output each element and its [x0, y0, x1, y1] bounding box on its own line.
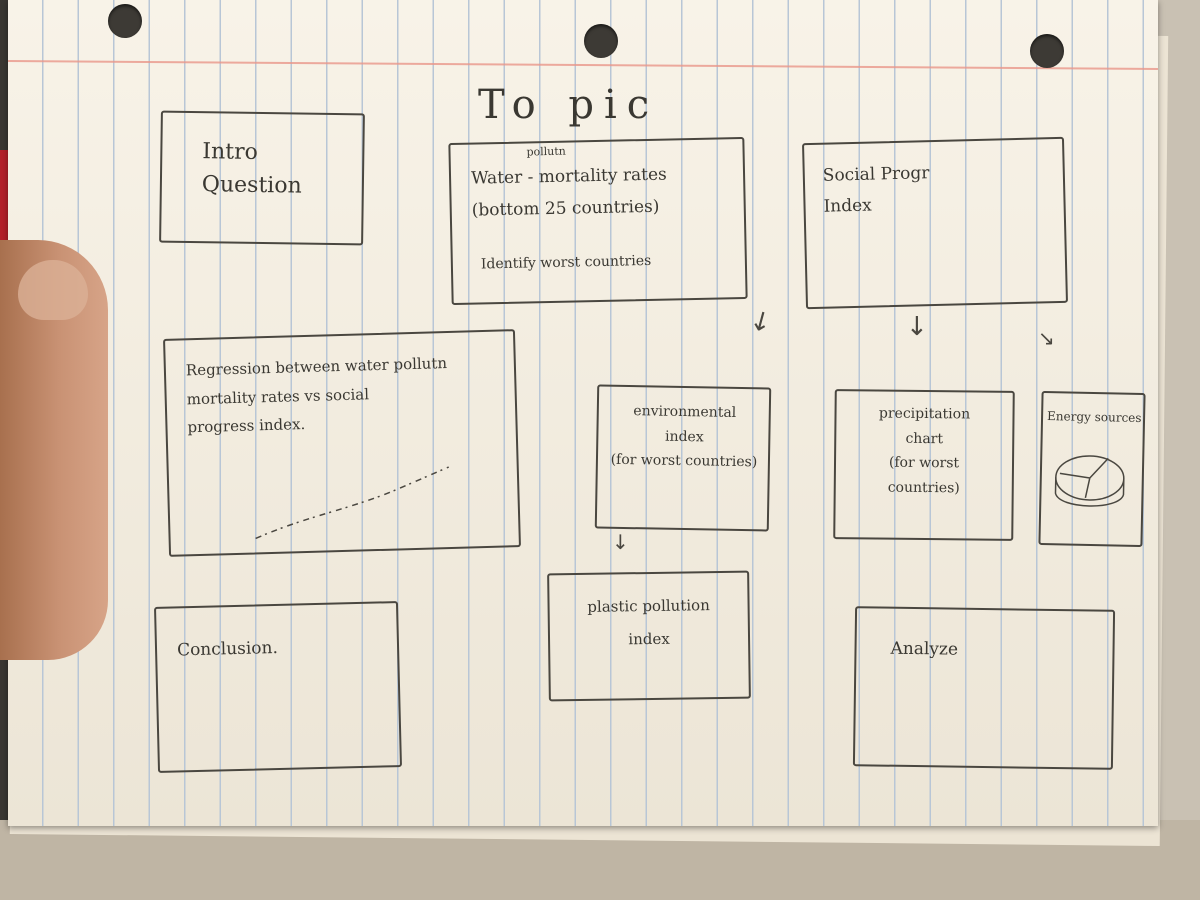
plastic-pollution-box: plastic pollution index — [547, 570, 751, 702]
holding-hand — [0, 240, 108, 660]
arrow-down-icon: ↓ — [906, 312, 928, 342]
pollution-note: pollutn — [526, 144, 566, 159]
arrow-left-icon: ↙ — [743, 302, 778, 340]
social-progress-box: Social Progr Index — [802, 136, 1068, 310]
punch-hole — [108, 4, 142, 38]
environmental-index-label: environmental index (for worst countries… — [610, 403, 758, 471]
regression-label: Regression between water pollutn mortali… — [185, 354, 448, 437]
intro-question-box: Intro Question — [159, 110, 365, 246]
conclusion-label: Conclusion. — [176, 637, 279, 661]
pie-chart-icon — [1054, 455, 1125, 507]
thumbnail — [18, 260, 88, 320]
scatter-sketch — [255, 466, 450, 540]
punch-hole — [584, 24, 618, 58]
analyze-box: Analyze — [852, 606, 1116, 770]
intro-question-label: Intro Question — [201, 139, 302, 199]
arrow-down-right-icon: ↘ — [1038, 326, 1055, 350]
energy-sources-label: Energy sources — [1046, 409, 1142, 426]
conclusion-box: Conclusion. — [154, 601, 402, 773]
punch-hole — [1030, 34, 1064, 68]
water-mortality-label: Water - mortality rates (bottom 25 count… — [470, 164, 668, 221]
notebook-paper: To pic Intro Question pollutn Water - mo… — [8, 0, 1158, 826]
analyze-label: Analyze — [890, 638, 959, 660]
social-progress-label: Social Progr Index — [822, 163, 930, 217]
energy-sources-box: Energy sources — [1038, 390, 1146, 548]
regression-box: Regression between water pollutn mortali… — [163, 329, 521, 557]
water-mortality-box: pollutn Water - mortality rates (bottom … — [448, 136, 748, 306]
page-title: To pic — [478, 82, 660, 128]
precipitation-chart-label: precipitation chart (for worst countries… — [878, 405, 971, 496]
arrow-down-icon: ↓ — [612, 530, 629, 554]
environmental-index-box: environmental index (for worst countries… — [594, 384, 772, 532]
plastic-pollution-label: plastic pollution index — [587, 596, 710, 649]
margin-line — [8, 59, 1158, 71]
identify-worst-label: Identify worst countries — [480, 252, 652, 273]
precipitation-chart-box: precipitation chart (for worst countries… — [833, 389, 1015, 541]
